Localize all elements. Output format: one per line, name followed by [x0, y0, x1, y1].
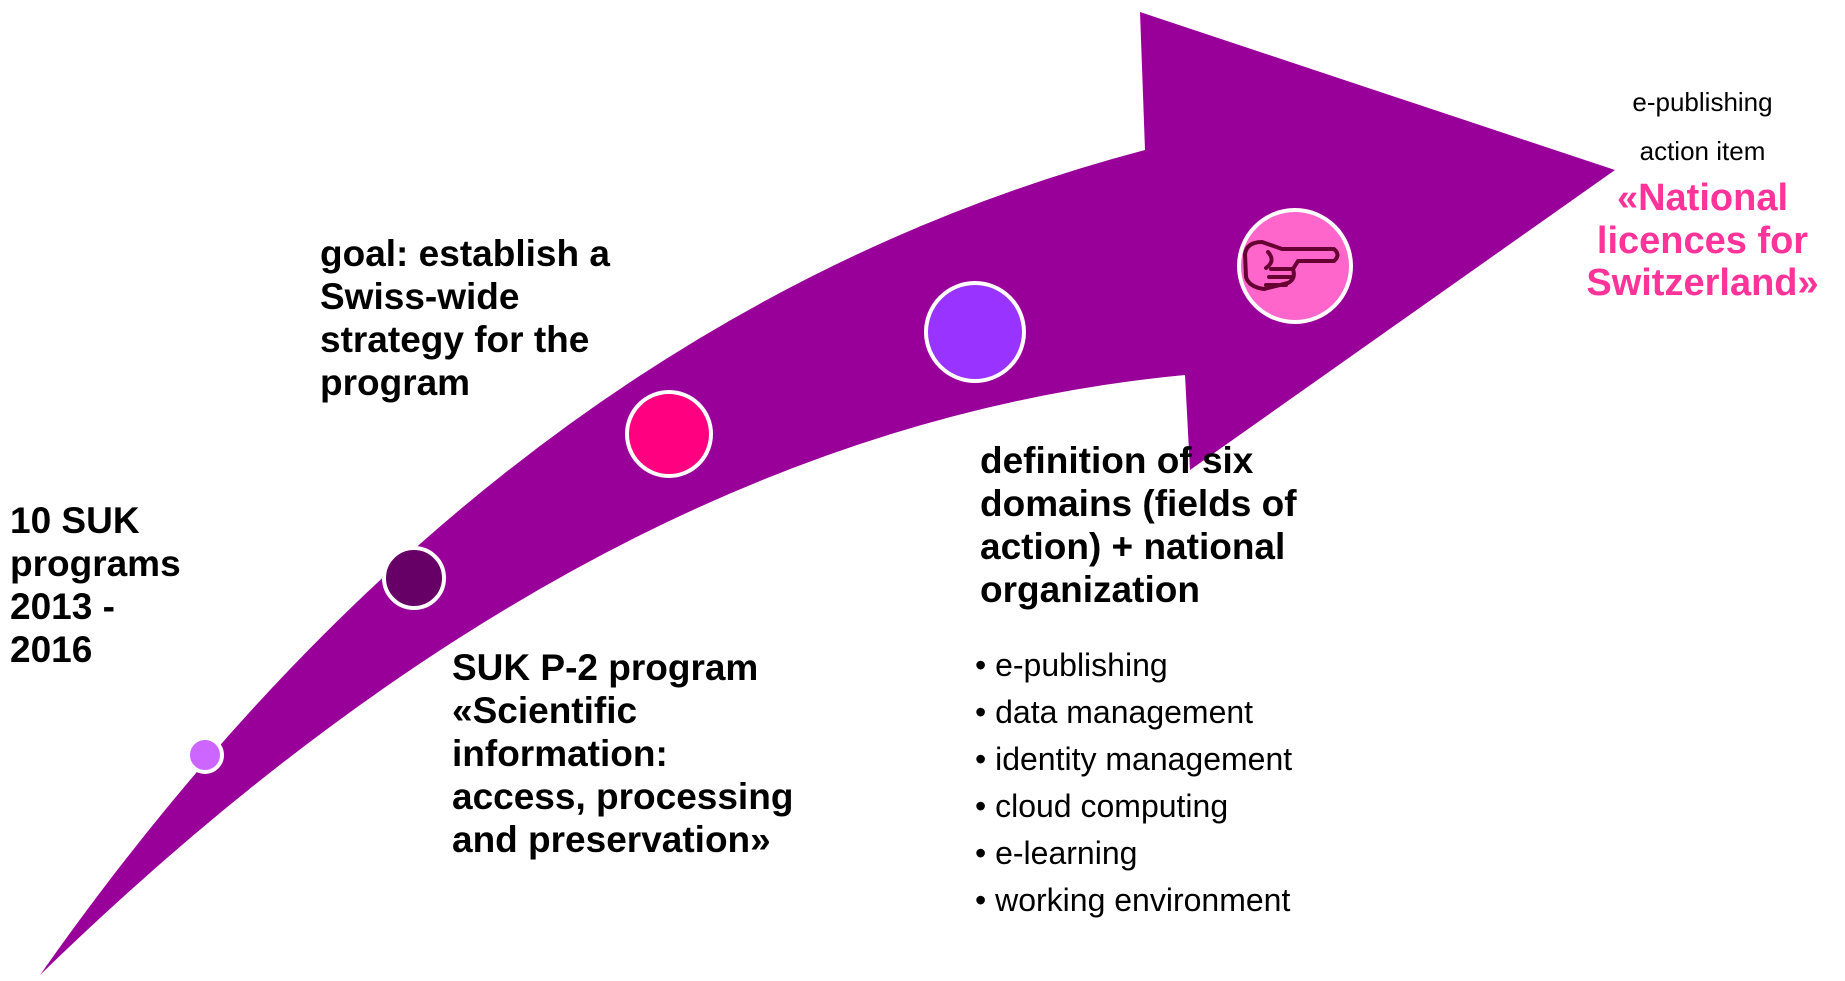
goal-label: goal: establish a Swiss-wide strategy fo…: [320, 233, 610, 403]
list-item: working environment: [975, 877, 1292, 924]
list-item: e-publishing: [975, 642, 1292, 689]
pointing-hand-icon: [1243, 240, 1340, 291]
list-item: data management: [975, 689, 1292, 736]
list-item: e-learning: [975, 830, 1292, 877]
milestone-program: [625, 390, 713, 478]
list-item: cloud computing: [975, 783, 1292, 830]
action-item-caption: action item: [1639, 136, 1766, 166]
milestone-start: [186, 736, 224, 774]
action-item-category: e-publishing: [1632, 87, 1773, 117]
program-label: SUK P-2 program «Scientific information:…: [452, 647, 794, 860]
action-item-title: «National licences for Switzerland»: [1586, 177, 1819, 305]
milestone-domains: [924, 281, 1026, 383]
timeline-arrow: [40, 12, 1615, 975]
milestone-goal: [382, 546, 446, 610]
definition-label: definition of six domains (fields of act…: [980, 440, 1297, 610]
list-item: identity management: [975, 736, 1292, 783]
domains-list: e-publishing data management identity ma…: [975, 642, 1292, 924]
start-label: 10 SUK programs 2013 - 2016: [10, 500, 181, 670]
